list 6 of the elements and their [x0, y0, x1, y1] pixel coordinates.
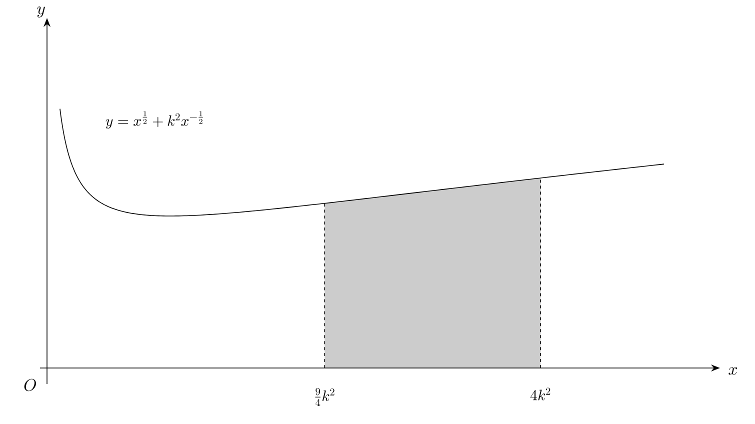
- axis-label: $O$: [24, 378, 36, 392]
- axis-label: $y$: [37, 6, 45, 18]
- tick-label: $\frac{9}{4}k^2$: [315, 388, 334, 406]
- equation-label: $y = x^{\frac{1}{2}} + k^2x^{-\frac{1}{2}}$: [106, 111, 203, 129]
- axis-label: $x$: [728, 367, 738, 375]
- tick-label: $4k^2$: [530, 388, 550, 400]
